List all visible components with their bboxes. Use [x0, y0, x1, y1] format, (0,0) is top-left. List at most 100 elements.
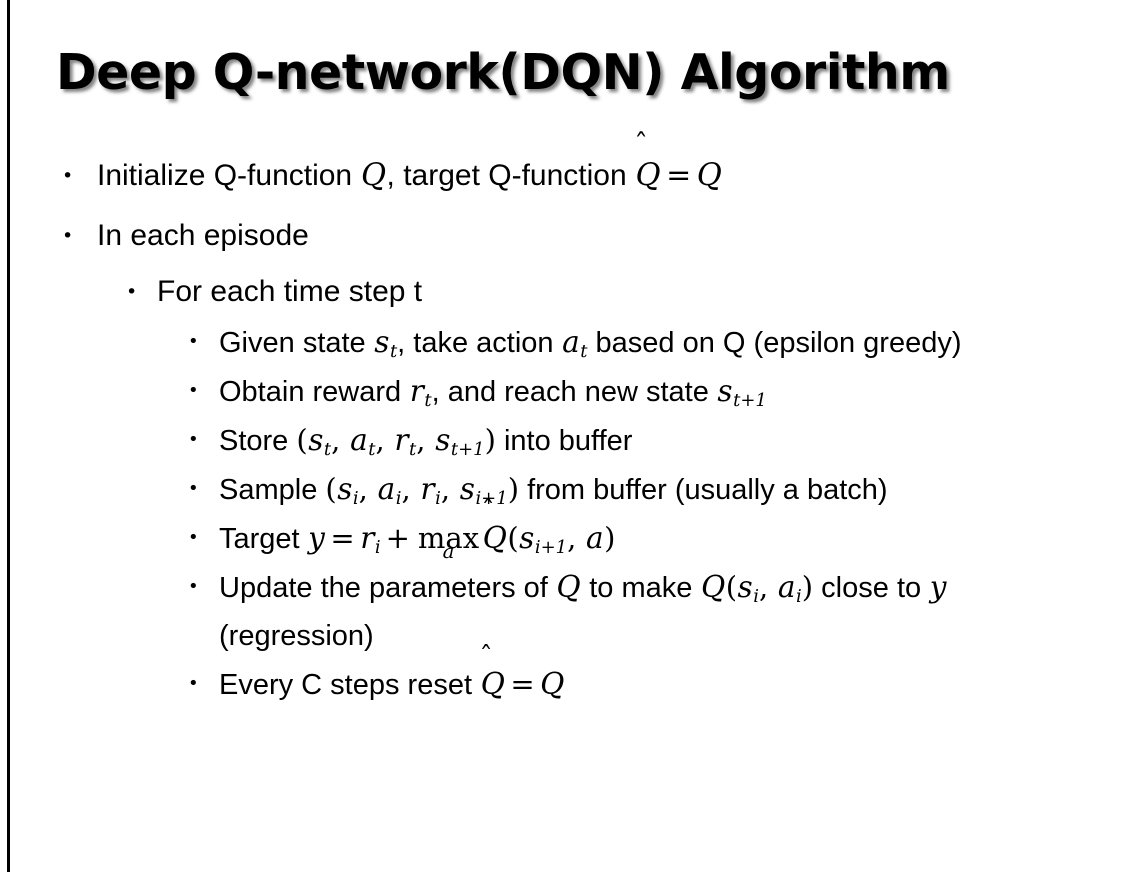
bullet-item-update-parameters: • Update the parameters of Q to make Q(s… [0, 563, 1124, 660]
math-plus: + [385, 521, 410, 555]
bullet-text: Store (st, at, rt, st+1) into buffer [219, 416, 1099, 465]
bullet-text: Initialize Q-function Q, target Q-functi… [97, 146, 1124, 206]
math-comma: , [358, 472, 378, 506]
bullet-item-initialize: • Initialize Q-function Q, target Q-func… [0, 146, 1124, 206]
math-subscript: t [409, 439, 417, 461]
math-var-a: a [377, 472, 396, 506]
text-segment: Obtain reward [219, 376, 410, 408]
math-var-r: r [360, 521, 375, 555]
math-var-q: Q [480, 667, 505, 701]
math-close-paren: ) [801, 570, 814, 604]
text-segment: into buffer [495, 425, 633, 457]
math-var-s: s [374, 325, 390, 359]
bullet-text: Given state st, take action at based on … [219, 318, 1099, 367]
math-comma: , [416, 423, 435, 457]
slide-title: Deep Q-network(DQN) Algorithm [56, 44, 950, 101]
bullet-item-store-transition: • Store (st, at, rt, st+1) into buffer [0, 416, 1124, 465]
math-subscript: t [389, 341, 398, 363]
bullet-marker-icon: • [126, 281, 138, 303]
math-subscript: t+1 [450, 439, 485, 461]
math-var-s: s [717, 374, 733, 408]
math-var-r: r [409, 374, 424, 408]
bullet-marker-icon: • [188, 527, 199, 548]
math-var-y: y [308, 521, 325, 555]
bullet-marker-icon: • [188, 673, 199, 694]
bullet-marker-icon: • [188, 429, 199, 450]
bullet-item-in-each-episode: • In each episode [0, 206, 1124, 266]
slide-body-bullet-list: • Initialize Q-function Q, target Q-func… [0, 146, 1124, 709]
text-segment: Sample [219, 474, 326, 506]
math-comma: , [331, 423, 350, 457]
bullet-marker-icon: • [62, 225, 74, 247]
text-segment: Target [219, 523, 308, 555]
math-close-paren: ) [604, 521, 616, 555]
bullet-item-reset-target-network: • Every C steps reset Q̂=Q [0, 660, 1124, 709]
bullet-marker-icon: • [188, 380, 199, 401]
text-segment: based on Q (epsilon greedy) [587, 327, 962, 359]
math-open-paren: ( [296, 423, 308, 457]
math-subscript: i [796, 586, 802, 608]
math-subscript: i [753, 586, 759, 608]
math-var-q: Q [635, 158, 661, 193]
math-qhat: Q̂ [480, 660, 505, 709]
math-var-s: s [519, 521, 535, 555]
math-var-s: s [337, 472, 353, 506]
bullet-text: In each episode [97, 219, 309, 252]
bullet-marker-icon: • [188, 576, 199, 597]
math-var-q: Q [540, 667, 565, 701]
bullet-text: Every C steps reset Q̂=Q [219, 660, 1099, 709]
math-var-r: r [394, 423, 409, 457]
math-open-paren: ( [725, 570, 738, 604]
math-var-q: Q [696, 158, 722, 193]
text-segment: Given state [219, 327, 374, 359]
math-max-underscript: a [442, 540, 455, 564]
math-max-label: max [417, 521, 480, 555]
math-var-a: a [350, 423, 368, 457]
math-comma: , [758, 570, 778, 604]
math-subscript: t+1 [733, 390, 767, 412]
math-equals: = [510, 667, 535, 701]
math-comma: , [375, 423, 394, 457]
text-segment: (regression) [219, 620, 374, 652]
text-segment: Initialize Q-function [97, 159, 361, 192]
bullet-text: Obtain reward rt, and reach new state st… [219, 367, 1099, 416]
math-open-paren: ( [507, 521, 519, 555]
bullet-item-sample-batch: • Sample (si, ai, ri, si+1) from buffer … [0, 465, 1124, 514]
text-segment: Update the parameters of [219, 572, 556, 604]
math-subscript: i [352, 488, 359, 510]
math-subscript: i [435, 488, 441, 510]
bullet-item-given-state: • Given state st, take action at based o… [0, 318, 1124, 367]
bullet-text: For each time step t [157, 275, 423, 308]
text-segment: close to [813, 572, 930, 604]
math-var-s: s [737, 570, 753, 604]
math-equals: = [666, 158, 692, 193]
math-close-paren: ) [484, 423, 496, 457]
math-subscript: t [368, 439, 376, 461]
bullet-text: Update the parameters of Q to make Q(si,… [219, 563, 1099, 660]
bullet-marker-icon: • [62, 165, 74, 187]
math-var-s: s [435, 423, 451, 457]
math-var-a: a [586, 521, 604, 555]
math-var-q: Q [556, 570, 581, 604]
bullet-marker-icon: • [188, 478, 199, 499]
math-var-r: r [420, 472, 435, 506]
math-subscript: t [424, 390, 432, 412]
text-segment: , take action [397, 327, 562, 359]
bullet-item-for-each-time-step: • For each time step t [0, 266, 1124, 318]
bullet-marker-icon: • [188, 331, 199, 352]
math-subscript: i [395, 488, 402, 510]
text-segment: to make [581, 572, 701, 604]
math-comma: , [401, 472, 420, 506]
math-qhat: Q̂ [482, 514, 507, 563]
math-var-a: a [562, 325, 580, 359]
math-subscript: t [580, 341, 588, 363]
text-segment: from buffer (usually a batch) [519, 474, 888, 506]
math-subscript: i+1 [475, 488, 508, 510]
math-comma: , [567, 521, 586, 555]
bullet-text: Sample (si, ai, ri, si+1) from buffer (u… [219, 465, 1099, 514]
text-segment: Store [219, 425, 297, 457]
